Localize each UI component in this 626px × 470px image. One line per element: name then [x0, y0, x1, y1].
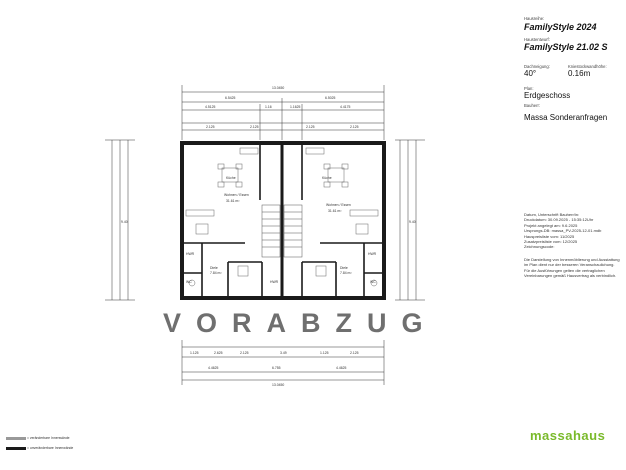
legend-item: = veränderbare Innenwände — [6, 436, 69, 440]
room-label: Diele — [210, 266, 218, 270]
bauherr-value: Massa Sonderanfragen — [524, 113, 608, 122]
plan-value: Erdgeschoss — [524, 91, 571, 100]
top-dimension-lines — [181, 85, 385, 140]
logo-text: haus — [572, 428, 606, 443]
furniture — [185, 147, 379, 287]
dim-bottom-total: 13.0450 — [272, 383, 285, 387]
room-area: 31.61 m² — [226, 199, 240, 203]
info-line: Druckdatum: 30.09.2025 - 15:35:12Uhr — [524, 217, 594, 223]
dim-top-row3: 2.125 — [250, 125, 259, 129]
kniestock-label: Kniestockwandhöhe: — [568, 64, 607, 69]
room-label: WC — [370, 280, 376, 284]
legend-swatch-light — [6, 436, 26, 440]
info-line: Projekt angelegt am: 9.6.2025 — [524, 222, 578, 228]
dim-top-row2: 4.4175 — [340, 105, 351, 109]
legend-item: = unveränderbare Innenwände — [6, 446, 73, 450]
room-label: WC — [186, 280, 192, 284]
dim-right-total: 9.40 — [409, 220, 416, 224]
plan-label: Plan: — [524, 86, 534, 91]
dim-top-sub: 6.5025 — [325, 96, 336, 100]
room-label: HWR — [368, 252, 377, 256]
info-line: Zusatzpreisliste vom: 12/2025 — [524, 239, 578, 245]
hausreihe-value: FamilyStyle 2024 — [524, 22, 597, 32]
room-area: 7.84 m² — [340, 271, 352, 275]
info-line: Datum, Unterschrift Bauherr/in: — [524, 212, 580, 217]
dachneigung-value: 40° — [524, 69, 537, 78]
kniestock-value: 0.16m — [568, 69, 591, 78]
dim-bottom-row: 2.125 — [350, 351, 359, 355]
dim-bottom-row2: 6.755 — [272, 366, 281, 370]
room-label: Wohnen / Essen — [326, 203, 351, 207]
logo-text: massa — [530, 428, 573, 443]
info-line: Ursprungs-DB: massa_PV-2025-12-01.mdb — [524, 228, 602, 234]
room-label: HWR — [270, 280, 279, 284]
room-label: Wohnen / Essen — [224, 193, 249, 197]
room-area: 31.61 m² — [328, 209, 342, 213]
dim-bottom-row: 1.125 — [190, 351, 199, 355]
hausreihe-label: Hausreihe: — [524, 16, 545, 21]
room-label: Diele — [340, 266, 348, 270]
dim-top-row2: 4.5125 — [205, 105, 216, 109]
info-line: Hauspreisliste vom: 11/2025 — [524, 233, 575, 239]
disclaimer-text: Die Darstellung von Innenmöblierung und … — [524, 256, 620, 279]
dim-top-row2: 1.16 — [265, 105, 272, 109]
watermark: VORABZUG — [163, 308, 438, 338]
bottom-dimension-lines — [181, 340, 385, 385]
info-line: Zeichnungscode: — [524, 244, 555, 250]
print-info: Datum, Unterschrift Bauherr/in: Druckdat… — [524, 212, 620, 278]
dim-top-row3: 2.125 — [206, 125, 215, 129]
dim-bottom-row2: 4.4625 — [208, 366, 219, 370]
room-label: Küche — [226, 176, 236, 180]
staircase-left — [261, 204, 281, 258]
staircase-right — [283, 204, 303, 258]
dim-top-row3: 2.125 — [306, 125, 315, 129]
dim-bottom-row: 2.125 — [240, 351, 249, 355]
dim-top-sub: 6.5425 — [225, 96, 236, 100]
room-label: HWR — [186, 252, 195, 256]
dim-bottom-row: 1.125 — [320, 351, 329, 355]
dim-left-total: 9.40 — [121, 220, 128, 224]
dim-top-row3: 2.125 — [350, 125, 359, 129]
dachneigung-label: Dachneigung: — [524, 64, 550, 69]
haustyp-value: FamilyStyle 21.02 S — [524, 42, 608, 52]
legend-swatch-dark — [6, 446, 26, 450]
dim-bottom-row: 2.625 — [214, 351, 223, 355]
dim-top-row2: 1.1625 — [290, 105, 301, 109]
massahaus-logo: massahaus — [530, 428, 605, 443]
dim-top-total: 13.0450 — [272, 86, 285, 90]
room-label: Küche — [322, 176, 332, 180]
interior-walls — [182, 143, 384, 298]
bauherr-label: Bauherr: — [524, 103, 541, 108]
side-dimension-lines — [105, 139, 425, 301]
dim-bottom-row: 3.49 — [280, 351, 287, 355]
haustyp-label: Haustentwurf: — [524, 37, 550, 42]
room-area: 7.84 m² — [210, 271, 222, 275]
dim-bottom-row2: 4.4625 — [336, 366, 347, 370]
